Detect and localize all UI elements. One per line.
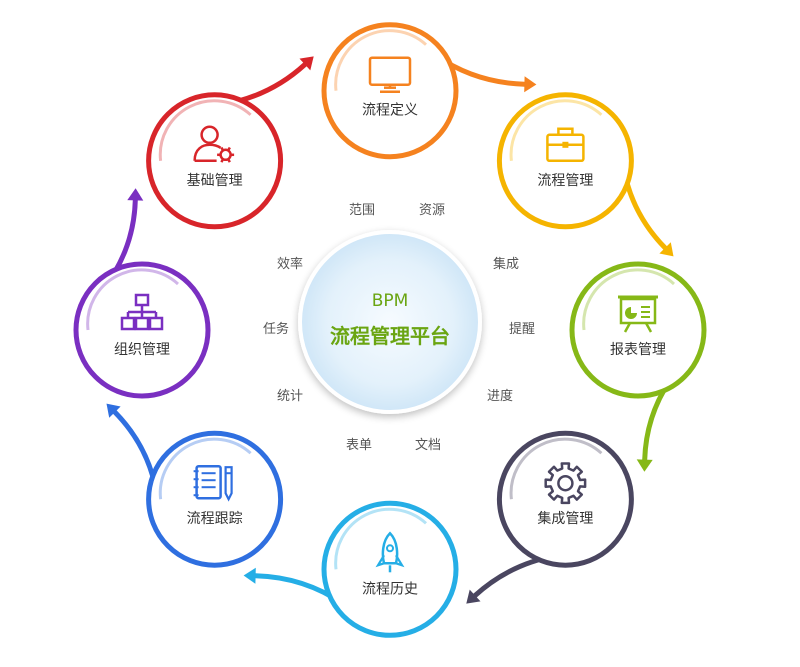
node-label: 流程定义 bbox=[362, 103, 418, 119]
keyword-label: 范围 bbox=[349, 203, 375, 218]
node-inner-arc bbox=[582, 268, 676, 331]
arrow-process-management bbox=[621, 164, 674, 257]
org-chart-icon bbox=[120, 293, 164, 331]
user-settings-icon bbox=[193, 125, 235, 163]
node-report-management[interactable]: 报表管理 bbox=[569, 261, 707, 399]
arrow-process-tracking bbox=[106, 403, 159, 496]
node-process-tracking[interactable]: 流程跟踪 bbox=[146, 430, 284, 568]
keyword-label: 效率 bbox=[277, 256, 303, 272]
notebook-pen-icon bbox=[193, 464, 233, 502]
node-inner-arc bbox=[158, 437, 252, 500]
node-label: 基础管理 bbox=[187, 172, 243, 189]
node-integration-management[interactable]: 集成管理 bbox=[496, 430, 634, 568]
node-basic-management[interactable]: 基础管理 bbox=[146, 92, 284, 230]
arrowhead bbox=[243, 567, 256, 584]
center-hub bbox=[298, 230, 482, 414]
node-inner-arc bbox=[334, 29, 428, 91]
keyword-label: 资源 bbox=[419, 203, 445, 218]
arrowhead bbox=[636, 459, 653, 472]
briefcase-icon bbox=[546, 127, 585, 163]
node-ring bbox=[569, 261, 707, 399]
node-inner-arc bbox=[334, 507, 428, 570]
keyword-label: 提醒 bbox=[509, 321, 535, 337]
center-circle bbox=[298, 230, 482, 414]
arrowhead bbox=[299, 56, 314, 71]
center-title: 流程管理平台 bbox=[330, 324, 450, 348]
node-label: 流程跟踪 bbox=[187, 511, 243, 527]
arrowhead bbox=[659, 242, 674, 257]
gear-icon bbox=[544, 462, 587, 505]
arrowhead bbox=[466, 589, 481, 604]
node-label: 流程管理 bbox=[537, 173, 593, 189]
keyword-label: 统计 bbox=[277, 389, 303, 404]
center-subtitle: BPM bbox=[372, 291, 409, 311]
node-label: 集成管理 bbox=[537, 510, 593, 527]
node-label: 流程历史 bbox=[362, 581, 418, 597]
node-inner-arc bbox=[158, 99, 252, 161]
node-inner-arc bbox=[509, 99, 603, 161]
node-ring bbox=[496, 430, 634, 568]
node-inner-arc bbox=[509, 437, 603, 500]
monitor-icon bbox=[368, 56, 412, 93]
node-process-history[interactable]: 流程历史 bbox=[321, 500, 459, 638]
node-org-management[interactable]: 组织管理 bbox=[73, 261, 211, 399]
keyword-label: 集成 bbox=[493, 256, 519, 272]
presentation-chart-icon bbox=[618, 295, 658, 333]
keyword-label: 任务 bbox=[263, 321, 289, 337]
node-inner-arc bbox=[86, 268, 180, 331]
node-label: 报表管理 bbox=[610, 342, 666, 358]
node-process-management[interactable]: 流程管理 bbox=[496, 92, 634, 230]
keyword-label: 表单 bbox=[346, 438, 372, 453]
arrowhead bbox=[106, 403, 121, 418]
arrowhead bbox=[524, 76, 537, 93]
node-process-definition[interactable]: 流程定义 bbox=[321, 22, 459, 160]
keyword-label: 文档 bbox=[415, 438, 441, 453]
keyword-label: 进度 bbox=[487, 388, 513, 404]
node-label: 组织管理 bbox=[114, 342, 170, 358]
rocket-icon bbox=[375, 531, 405, 573]
arrowhead bbox=[127, 188, 144, 201]
